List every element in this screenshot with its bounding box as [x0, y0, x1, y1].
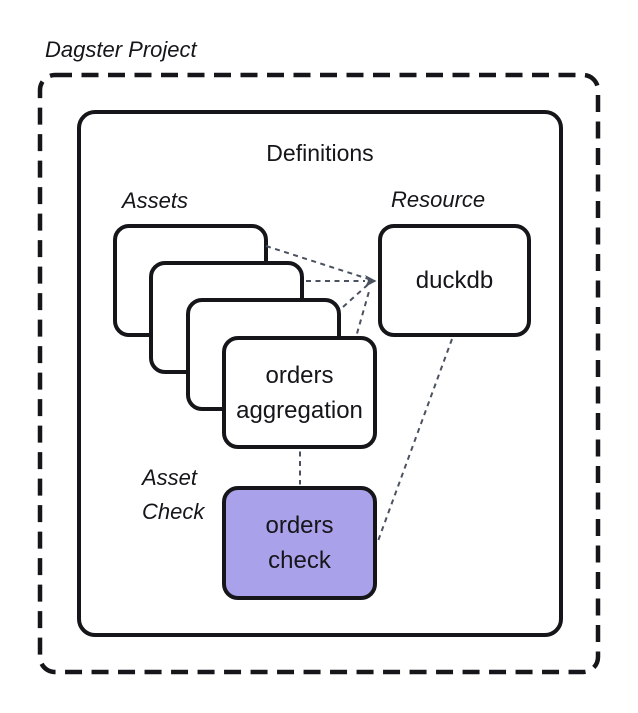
definitions-label: Definitions: [266, 140, 374, 166]
orders-aggregation-label-line1: orders: [265, 361, 334, 389]
diagram-title: Dagster Project: [45, 37, 197, 62]
asset-check-group-label: Asset Check: [142, 461, 204, 529]
resource-group-label: Resource: [391, 187, 486, 212]
resource-node-duckdb: duckdb: [378, 224, 531, 337]
asset-card-orders-aggregation: orders aggregation: [222, 336, 377, 449]
orders-check-label-line2: check: [268, 547, 331, 574]
orders-aggregation-label-line2: aggregation: [236, 396, 363, 424]
duckdb-label: duckdb: [415, 267, 494, 294]
asset-check-group-label-line2: Check: [142, 499, 205, 524]
asset-check-group-label-line1: Asset: [142, 465, 198, 490]
orders-check-label-line1: orders: [265, 512, 334, 539]
asset-check-node-orders-check: orders check: [222, 486, 377, 600]
assets-group-label: Assets: [122, 188, 189, 213]
